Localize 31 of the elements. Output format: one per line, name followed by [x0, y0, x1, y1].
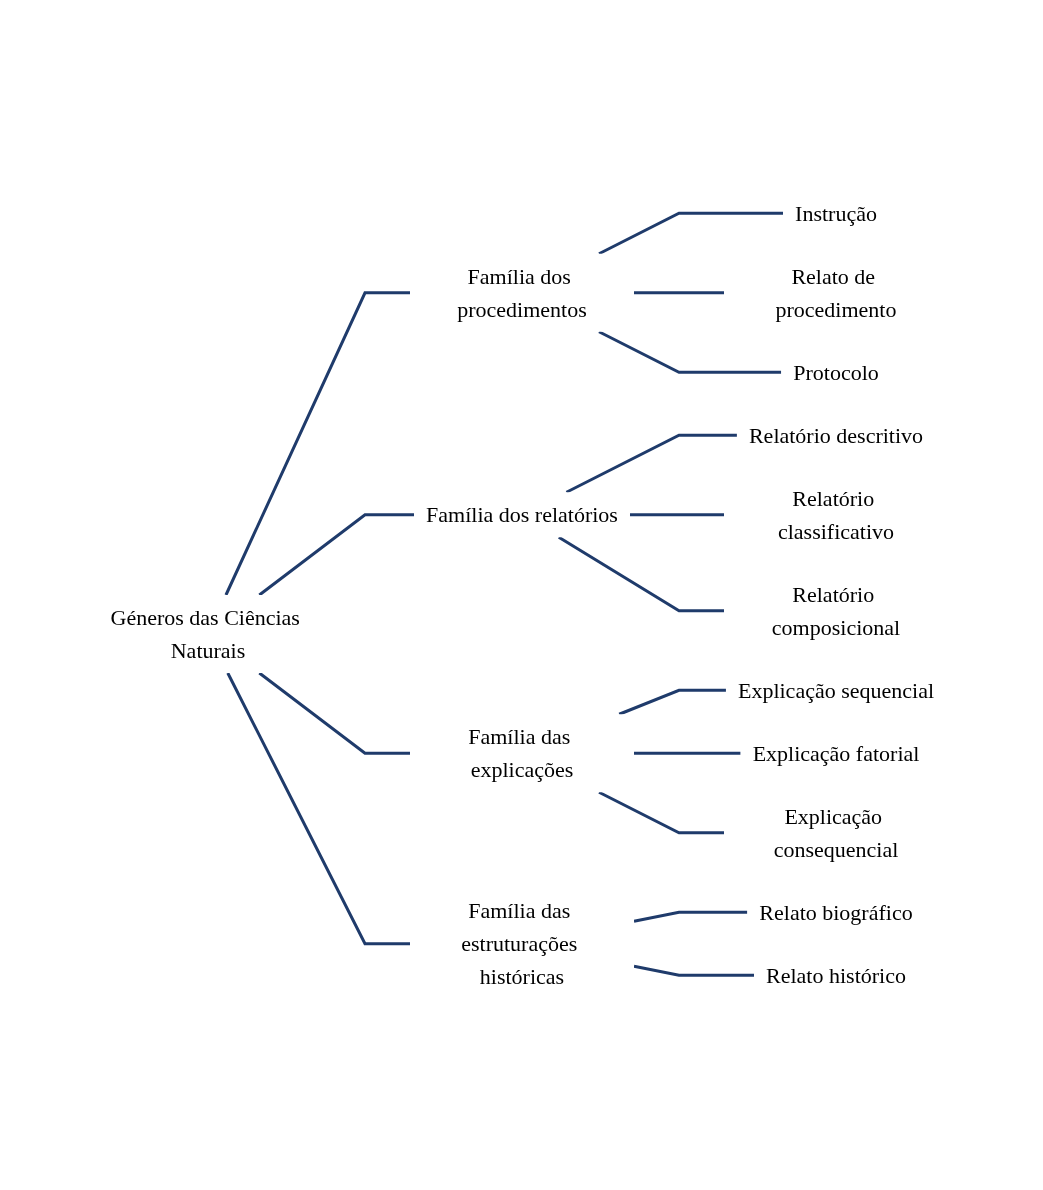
node-text: Família das explicações [467, 724, 573, 783]
connector [618, 688, 726, 716]
node-text: Explicação fatorial [752, 740, 919, 766]
connector [565, 433, 737, 494]
node-text: Relato de procedimento [775, 263, 896, 322]
node-text: Géneros das Ciências Naturais [110, 605, 300, 663]
connector [629, 513, 724, 517]
node-text: Família dos relatórios [425, 502, 618, 528]
node-text: Instrução [794, 200, 877, 226]
node-text: Explicação consequencial [773, 803, 898, 862]
connector [597, 211, 783, 256]
connector [257, 671, 410, 755]
node-text: Família dos procedimentos [456, 263, 587, 322]
node-text: Relato histórico [765, 962, 906, 988]
connector [633, 964, 754, 977]
node-text: Relatório composicional [771, 581, 900, 640]
node-text: Família das estruturações históricas [460, 898, 577, 990]
connector [633, 910, 747, 923]
connector [557, 535, 724, 613]
connector [257, 513, 414, 597]
connector [633, 751, 741, 755]
node-text: Explicação sequencial [737, 677, 934, 703]
connector [597, 790, 724, 835]
connector [225, 672, 410, 946]
connector [224, 291, 410, 596]
node-text: Relatório descritivo [748, 422, 923, 448]
node-text: Protocolo [792, 359, 879, 385]
node-text: Relato biográfico [758, 899, 913, 925]
connector [597, 330, 781, 374]
connector [633, 291, 724, 295]
node-text: Relatório classificativo [777, 485, 894, 544]
